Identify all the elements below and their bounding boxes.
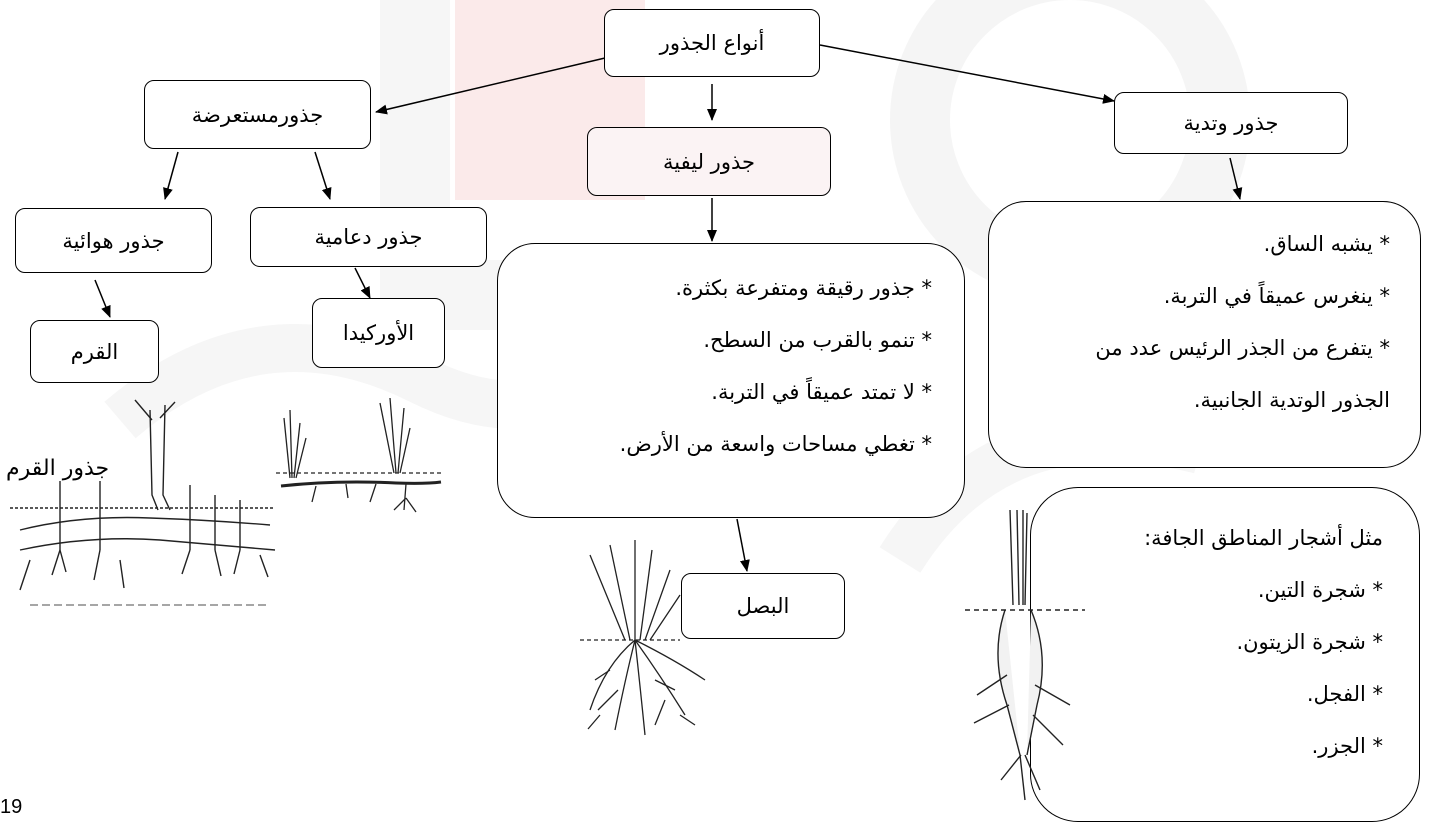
- illustration-label: جذور القرم: [6, 456, 110, 481]
- taproot-trait-3: * يتفرع من الجذر الرئيس عدد من: [1095, 336, 1390, 360]
- example-mangrove: القرم: [30, 320, 159, 383]
- taproot-example-3: * الفجل.: [1306, 682, 1383, 706]
- orchid-roots-illustration: [276, 397, 442, 513]
- fibrous-trait-2: * تنمو بالقرب من السطح.: [703, 328, 932, 352]
- example-orchid: الأوركيدا: [312, 298, 445, 368]
- taproot-example-1: * شجرة التين.: [1257, 578, 1383, 602]
- aerial-roots-node: جذور هوائية: [15, 208, 212, 273]
- taproot-trait-2: * ينغرس عميقاً في التربة.: [1163, 284, 1390, 308]
- taproot-example-2: * شجرة الزيتون.: [1236, 630, 1383, 654]
- taproot-illustration: [965, 509, 1085, 801]
- fibrous-roots-node: جذور ليفية: [587, 127, 831, 196]
- taproot-examples-heading: مثل أشجار المناطق الجافة:: [1144, 526, 1383, 550]
- fibrous-traits-box: * جذور رقيقة ومتفرعة بكثرة. * تنمو بالقر…: [497, 243, 965, 518]
- taproot-trait-4: الجذور الوتدية الجانبية.: [1193, 388, 1390, 412]
- horizontal-roots-node: جذورمستعرضة: [144, 80, 371, 149]
- root-node: أنواع الجذور: [604, 9, 820, 77]
- taproot-trait-1: * يشبه الساق.: [1263, 232, 1390, 256]
- mangrove-roots-illustration: [10, 399, 276, 606]
- taproot-node: جذور وتدية: [1114, 92, 1348, 154]
- example-onion: البصل: [681, 573, 845, 639]
- prop-roots-node: جذور دعامية: [250, 207, 487, 267]
- taproot-traits-box: * يشبه الساق. * ينغرس عميقاً في التربة. …: [988, 201, 1421, 468]
- taproot-examples-box: مثل أشجار المناطق الجافة: * شجرة التين. …: [1030, 487, 1420, 822]
- taproot-example-4: * الجزر.: [1311, 734, 1383, 758]
- onion-roots-illustration: [580, 540, 706, 736]
- fibrous-trait-1: * جذور رقيقة ومتفرعة بكثرة.: [675, 276, 932, 300]
- fibrous-trait-4: * تغطي مساحات واسعة من الأرض.: [619, 432, 932, 456]
- page-number: 19: [0, 796, 23, 818]
- fibrous-trait-3: * لا تمتد عميقاً في التربة.: [711, 380, 932, 404]
